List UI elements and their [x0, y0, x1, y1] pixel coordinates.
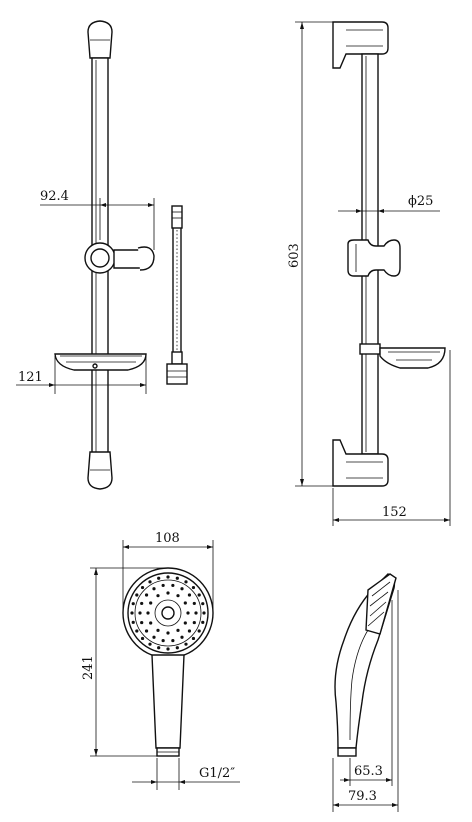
- nozzle-dot: [187, 593, 192, 597]
- nozzle-dot: [194, 611, 198, 615]
- nozzle-dot: [197, 629, 201, 633]
- nozzle-dot: [176, 628, 180, 632]
- nozzle-dot: [130, 611, 134, 615]
- handset-side-view: [334, 573, 397, 757]
- nozzle-dot: [183, 621, 187, 625]
- shower-hose: [166, 205, 188, 385]
- nozzle-dot: [201, 602, 205, 606]
- nozzle-dot: [140, 601, 144, 606]
- nozzle-dot: [135, 593, 139, 597]
- nozzle-dot: [192, 620, 196, 625]
- nozzle-dot: [131, 602, 135, 606]
- nozzle-dot: [180, 587, 184, 591]
- rail-diameter-label: ϕ25: [408, 194, 433, 209]
- nozzle-dot: [166, 647, 170, 651]
- nozzle-dot: [175, 576, 179, 580]
- front-view-rail: [54, 20, 155, 490]
- nozzle-dot: [152, 587, 156, 591]
- nozzle-dot: [138, 611, 142, 615]
- nozzle-dot: [166, 591, 170, 595]
- nozzle-dot: [135, 629, 139, 633]
- rail-depth-label: 152: [382, 505, 407, 520]
- nozzle-dot: [156, 628, 160, 632]
- nozzle-dot: [140, 636, 145, 641]
- nozzle-dot: [191, 636, 196, 641]
- nozzle-dot: [157, 576, 161, 580]
- nozzle-dot: [144, 593, 149, 597]
- nozzle-dot: [187, 629, 192, 633]
- dimension-bracket-offset: 92.4: [40, 189, 155, 250]
- dimension-head-diameter: 108: [122, 531, 214, 610]
- handset-length-label: 241: [81, 655, 96, 680]
- nozzle-dot: [149, 601, 153, 605]
- nozzle-dot: [184, 580, 188, 584]
- handset-depth-inner-label: 65.3: [354, 764, 383, 779]
- nozzle-dot: [166, 575, 170, 579]
- nozzle-dot: [148, 642, 152, 646]
- dimension-handset-depth-inner: 65.3: [340, 600, 393, 786]
- nozzle-dot: [191, 585, 196, 590]
- handset-depth-outer-label: 79.3: [348, 789, 377, 804]
- dimension-rail-depth: 152: [332, 350, 451, 526]
- nozzle-dot: [202, 611, 206, 615]
- nozzle-dot: [157, 646, 161, 650]
- bracket-offset-label: 92.4: [40, 189, 69, 204]
- nozzle-dot: [171, 583, 175, 588]
- nozzle-dot: [180, 635, 184, 639]
- handset-front-view: [122, 567, 214, 757]
- rail-length-label: 603: [287, 243, 302, 268]
- thread-label: G1/2″: [199, 766, 235, 781]
- dimension-thread: G1/2″: [132, 758, 240, 790]
- nozzle-dot: [148, 580, 152, 584]
- nozzle-dot: [175, 646, 179, 650]
- nozzle-dot: [171, 638, 175, 643]
- dimension-handset-depth-outer: 79.3: [332, 590, 399, 812]
- side-view-rail: [332, 21, 446, 487]
- nozzle-dot: [166, 631, 170, 635]
- soap-dish-width-label: 121: [18, 370, 43, 385]
- nozzle-dot: [161, 638, 165, 643]
- nozzle-dot: [184, 642, 188, 646]
- nozzle-dot: [156, 594, 160, 598]
- nozzle-dot: [146, 611, 150, 615]
- nozzle-dot: [140, 620, 144, 625]
- nozzle-dot: [197, 593, 201, 597]
- nozzle-dot: [201, 620, 205, 624]
- dimension-soap-dish-width: 121: [16, 356, 147, 394]
- nozzle-dot: [152, 635, 156, 639]
- dimension-rail-length: 603: [287, 21, 340, 487]
- nozzle-dot: [192, 601, 196, 606]
- nozzle-dot: [140, 585, 145, 590]
- nozzle-dot: [144, 629, 149, 633]
- nozzle-dot: [183, 601, 187, 605]
- spray-nozzles: [130, 575, 206, 651]
- nozzle-dot: [176, 594, 180, 598]
- head-diameter-label: 108: [155, 531, 180, 546]
- nozzle-dot: [186, 611, 190, 615]
- nozzle-dot: [131, 620, 135, 624]
- dimension-rail-diameter: ϕ25: [338, 194, 440, 213]
- nozzle-dot: [161, 583, 165, 588]
- nozzle-dot: [149, 621, 153, 625]
- dimension-handset-length: 241: [81, 567, 165, 757]
